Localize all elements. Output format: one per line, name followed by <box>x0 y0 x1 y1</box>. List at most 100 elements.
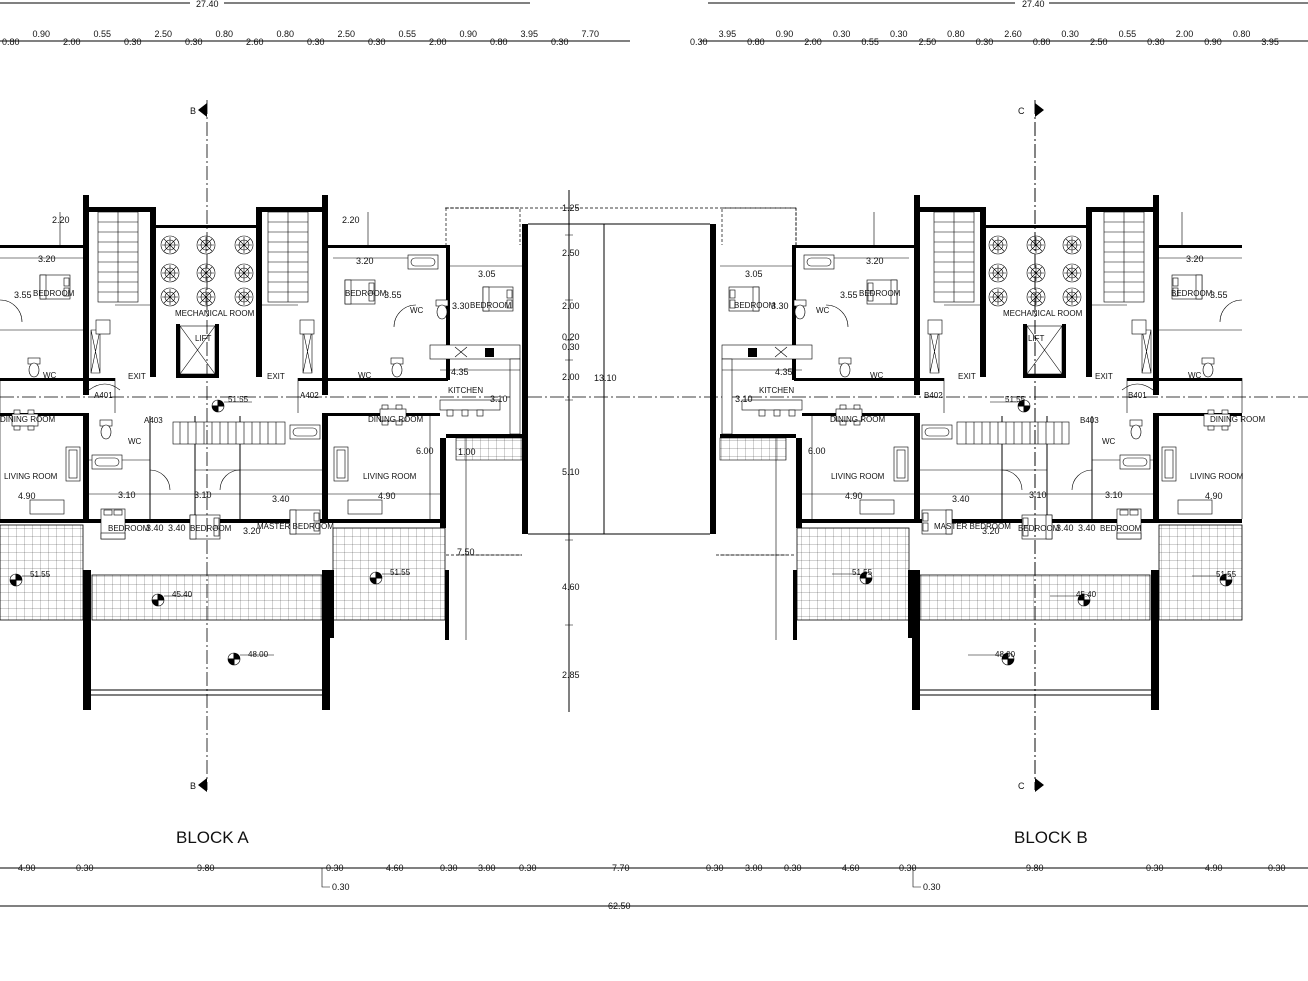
top-dim-label: 2.50 <box>919 37 937 47</box>
dim: 4.90 <box>1205 491 1223 501</box>
level: 48.00 <box>248 650 269 659</box>
room-master: MASTER BEDROOM <box>257 522 334 531</box>
dim: 0.30 <box>326 863 344 873</box>
dim: 13.10 <box>594 373 617 383</box>
room-kitchen: KITCHEN <box>759 386 794 395</box>
section-mark-bottom: C <box>1018 781 1025 791</box>
dim: 2.50 <box>562 248 580 258</box>
dim: 0.30 <box>784 863 802 873</box>
room-dining-l: DINING ROOM <box>1210 415 1265 424</box>
top-dim-label: 3.95 <box>719 29 737 39</box>
dim: 1.25 <box>562 203 580 213</box>
room-bedroom-tl: BEDROOM <box>33 289 75 298</box>
top-dim-label: 2.60 <box>246 37 264 47</box>
block-b-title: BLOCK B <box>1014 828 1088 847</box>
room-lift: LIFT <box>1028 334 1045 343</box>
overall-dim-bottom: 62.50 <box>608 901 631 911</box>
dim: 0.30 <box>562 342 580 352</box>
top-dim-label: 0.80 <box>490 37 508 47</box>
room-mechanical: MECHANICAL ROOM <box>1003 309 1083 318</box>
top-dim-label: 2.50 <box>155 29 173 39</box>
dim: 3.20 <box>243 526 261 536</box>
dim: 1.00 <box>458 447 476 457</box>
top-dim-label: 0.80 <box>1033 37 1051 47</box>
dim: 3.20 <box>1186 254 1204 264</box>
dim: 0.30 <box>332 882 350 892</box>
dim: 3.40 <box>1056 523 1074 533</box>
block-b-labels: BLOCK B C C BEDROOM BEDROOM BEDROOM MECH… <box>734 106 1265 847</box>
room-bedroom-bm: BEDROOM <box>1018 524 1060 533</box>
dim: 3.55 <box>840 290 858 300</box>
dim: 0.30 <box>923 882 941 892</box>
center-dims: 1.25 2.50 2.00 0.20 0.30 2.00 13.10 5.10… <box>562 203 617 680</box>
block-a-title: BLOCK A <box>176 828 249 847</box>
dim: 0.30 <box>519 863 537 873</box>
dim: 2.00 <box>562 372 580 382</box>
dim: 2.20 <box>52 215 70 225</box>
room-kitchen: KITCHEN <box>448 386 483 395</box>
unit-code: B402 <box>924 391 943 400</box>
room-wc-side: WC <box>816 306 830 315</box>
top-dim-label: 0.30 <box>890 29 908 39</box>
top-dim-label: 7.70 <box>582 29 600 39</box>
level: 45.40 <box>172 590 193 599</box>
top-dim-label: 0.30 <box>185 37 203 47</box>
top-dim-label: 2.00 <box>429 37 447 47</box>
dim: 3.30 <box>771 301 789 311</box>
dim: 3.00 <box>478 863 496 873</box>
level: 51.55 <box>30 570 51 579</box>
room-wc-r: WC <box>358 371 372 380</box>
room-bedroom-side: BEDROOM <box>734 301 776 310</box>
top-dim-label: 0.55 <box>861 37 879 47</box>
dim: 3.55 <box>1210 290 1228 300</box>
level: 48.00 <box>995 650 1016 659</box>
dim: 6.00 <box>808 446 826 456</box>
room-dining-l: DINING ROOM <box>0 415 55 424</box>
top-dim-label: 0.80 <box>1233 29 1251 39</box>
top-dim-label: 2.50 <box>338 29 356 39</box>
section-mark-top: C <box>1018 106 1025 116</box>
center-court <box>445 190 797 712</box>
level: 51.55 <box>852 568 873 577</box>
dim: 9.80 <box>197 863 215 873</box>
room-exit-l: EXIT <box>128 372 146 381</box>
dim: 0.30 <box>1146 863 1164 873</box>
top-dim-label: 0.30 <box>368 37 386 47</box>
room-wc-center: WC <box>1102 437 1116 446</box>
top-dim-label: 0.30 <box>976 37 994 47</box>
dim: 3.40 <box>168 523 186 533</box>
room-living-r: LIVING ROOM <box>363 472 417 481</box>
top-dim-label: 0.90 <box>1204 37 1222 47</box>
dim: 5.10 <box>562 467 580 477</box>
room-mechanical: MECHANICAL ROOM <box>175 309 255 318</box>
room-bedroom-bl: BEDROOM <box>1100 524 1142 533</box>
top-dim-label: 3.95 <box>521 29 539 39</box>
dim: 4.35 <box>451 367 469 377</box>
top-dim-label: 0.55 <box>94 29 112 39</box>
dim: 2.20 <box>342 215 360 225</box>
top-dim-label: 0.90 <box>776 29 794 39</box>
dim: 3.00 <box>745 863 763 873</box>
top-dim-label: 0.80 <box>747 37 765 47</box>
dim: 4.60 <box>842 863 860 873</box>
dim: 3.40 <box>952 494 970 504</box>
section-mark-bottom: B <box>190 781 196 791</box>
top-dim-label: 0.30 <box>307 37 325 47</box>
top-dim-label: 0.80 <box>216 29 234 39</box>
unit-code: A402 <box>300 391 319 400</box>
level: 51.55 <box>1216 570 1237 579</box>
room-living-l: LIVING ROOM <box>1190 472 1244 481</box>
dim: 3.10 <box>118 490 136 500</box>
dim: 9.80 <box>1026 863 1044 873</box>
dim: 0.30 <box>440 863 458 873</box>
top-dim-label: 2.60 <box>1004 29 1022 39</box>
dim: 3.40 <box>272 494 290 504</box>
overall-dim-right: 27.40 <box>1022 0 1045 9</box>
block-a <box>0 100 522 792</box>
level: 45.40 <box>1076 590 1097 599</box>
room-master: MASTER BEDROOM <box>934 522 1011 531</box>
dim: 7.70 <box>612 863 630 873</box>
room-bedroom-tr: BEDROOM <box>345 289 387 298</box>
dim: 4.90 <box>18 863 36 873</box>
